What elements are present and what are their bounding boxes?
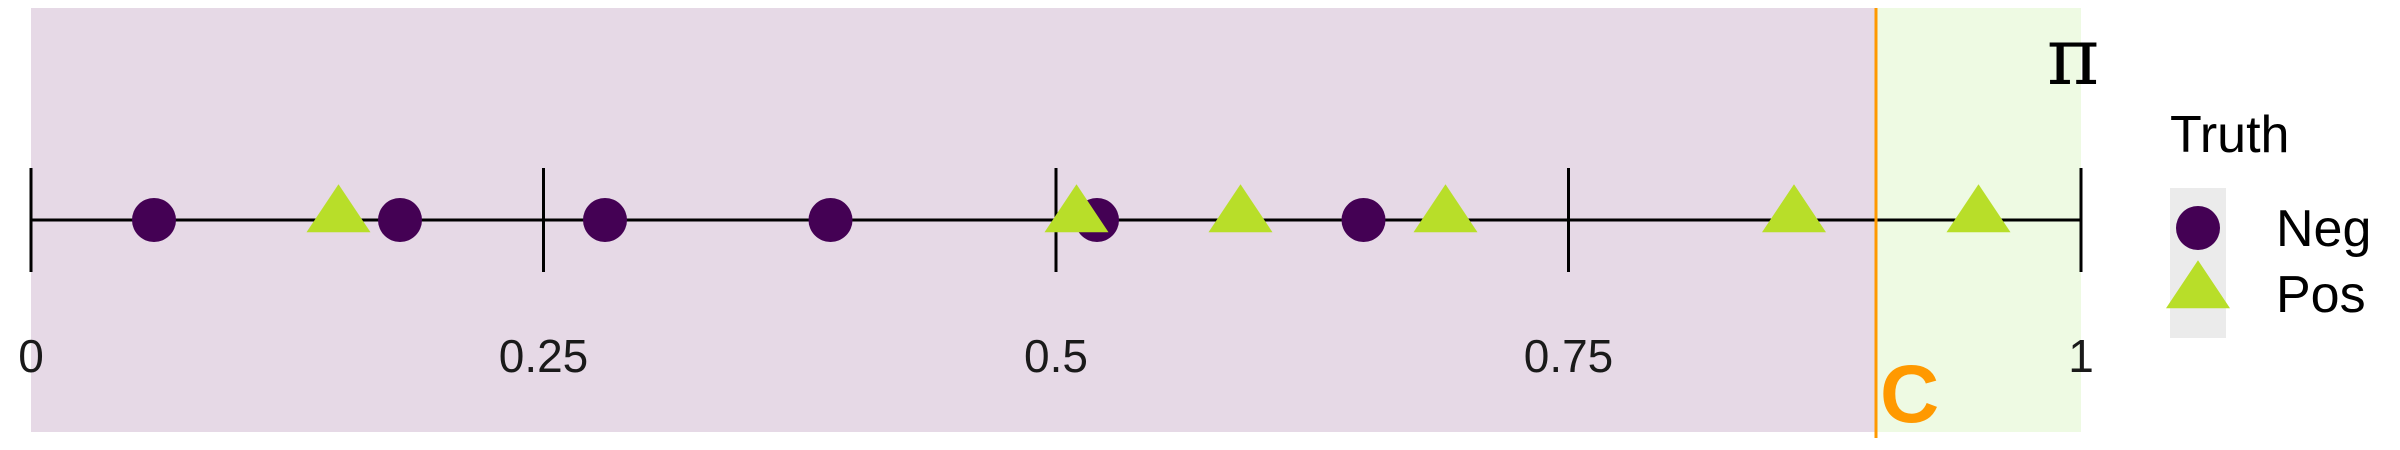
point-neg — [583, 198, 627, 242]
tick-label: 1 — [2068, 330, 2094, 382]
point-pos — [1044, 184, 1109, 233]
legend-keys — [2166, 188, 2230, 338]
tick-label: 0.5 — [1024, 330, 1088, 382]
legend-key-pos — [2166, 260, 2230, 309]
axis-ticks — [29, 168, 2083, 272]
legend: Truth Neg Pos — [2166, 106, 2371, 338]
tick-label: 0.25 — [499, 330, 589, 382]
point-neg — [378, 198, 422, 242]
data-points — [132, 184, 2011, 242]
threshold-label: C — [1880, 349, 1939, 440]
legend-title: Truth — [2170, 106, 2289, 164]
axis-end-label: π — [2047, 10, 2100, 103]
point-neg — [1341, 198, 1386, 242]
point-pos — [306, 184, 371, 233]
legend-key-neg — [2176, 206, 2220, 250]
point-pos — [1762, 184, 1826, 233]
point-neg — [808, 198, 853, 242]
legend-label-neg: Neg — [2276, 200, 2371, 258]
axis-tick-labels: 0 0.25 0.5 0.75 1 — [18, 330, 2094, 382]
point-neg — [132, 198, 176, 242]
point-pos — [1946, 184, 2011, 233]
tick-label: 0 — [18, 330, 44, 382]
point-pos — [1208, 184, 1273, 233]
legend-label-pos: Pos — [2276, 266, 2366, 324]
point-pos — [1413, 184, 1478, 233]
tick-label: 0.75 — [1524, 330, 1614, 382]
